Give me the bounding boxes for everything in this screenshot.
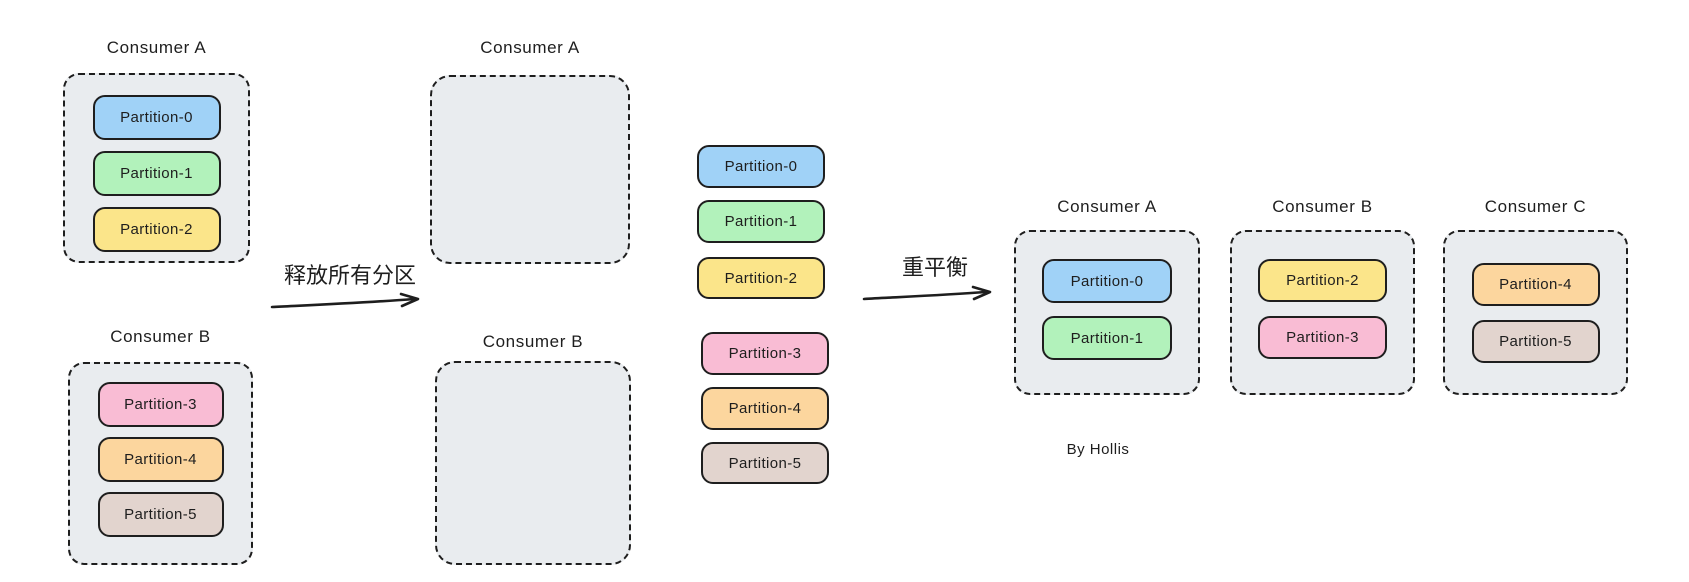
partition-4-chip-after: Partition-4 bbox=[1471, 263, 1600, 306]
floating-partition-4-chip: Partition-4 bbox=[701, 387, 829, 430]
consumer-b-box-before: Partition-3 Partition-4 Partition-5 bbox=[68, 362, 253, 565]
consumer-a-title-after: Consumer A bbox=[1057, 197, 1157, 216]
partition-2-chip-after: Partition-2 bbox=[1258, 259, 1387, 302]
partition-2-chip: Partition-2 bbox=[92, 207, 221, 252]
consumer-b-title-after: Consumer B bbox=[1272, 197, 1373, 216]
floating-partition-3-chip: Partition-3 bbox=[701, 332, 829, 375]
floating-partition-5-chip: Partition-5 bbox=[701, 442, 829, 484]
floating-partition-0-chip: Partition-0 bbox=[697, 145, 825, 188]
consumer-a-box-released bbox=[430, 75, 630, 264]
partition-4-chip: Partition-4 bbox=[97, 437, 224, 482]
rebalance-arrow-icon bbox=[862, 285, 992, 301]
rebalance-arrow-label: 重平衡 bbox=[901, 255, 968, 280]
partition-3-chip-after: Partition-3 bbox=[1258, 316, 1387, 359]
consumer-b-title-released: Consumer B bbox=[482, 332, 584, 351]
partition-5-chip-after: Partition-5 bbox=[1471, 320, 1600, 363]
consumer-a-box-after: Partition-0 Partition-1 bbox=[1014, 230, 1200, 395]
consumer-b-box-after: Partition-2 Partition-3 bbox=[1230, 230, 1415, 395]
partition-1-chip-after: Partition-1 bbox=[1042, 316, 1172, 360]
consumer-b-box-released bbox=[435, 361, 631, 565]
partition-3-chip: Partition-3 bbox=[97, 382, 224, 427]
consumer-a-title-before: Consumer A bbox=[106, 38, 207, 57]
release-arrow-label: 释放所有分区 bbox=[283, 263, 416, 288]
partition-5-chip: Partition-5 bbox=[97, 492, 224, 537]
credit-text: By Hollis bbox=[1066, 441, 1130, 458]
consumer-a-box-before: Partition-0 Partition-1 Partition-2 bbox=[63, 73, 250, 263]
consumer-a-title-released: Consumer A bbox=[480, 38, 580, 57]
floating-partition-2-chip: Partition-2 bbox=[697, 257, 825, 299]
partition-0-chip: Partition-0 bbox=[92, 95, 221, 140]
partition-1-chip: Partition-1 bbox=[92, 151, 221, 196]
consumer-b-title-before: Consumer B bbox=[110, 327, 211, 346]
partition-0-chip-after: Partition-0 bbox=[1042, 259, 1172, 303]
consumer-c-box-after: Partition-4 Partition-5 bbox=[1443, 230, 1628, 395]
floating-partition-1-chip: Partition-1 bbox=[697, 200, 825, 243]
release-arrow-icon bbox=[270, 292, 420, 309]
consumer-c-title-after: Consumer C bbox=[1484, 197, 1587, 216]
